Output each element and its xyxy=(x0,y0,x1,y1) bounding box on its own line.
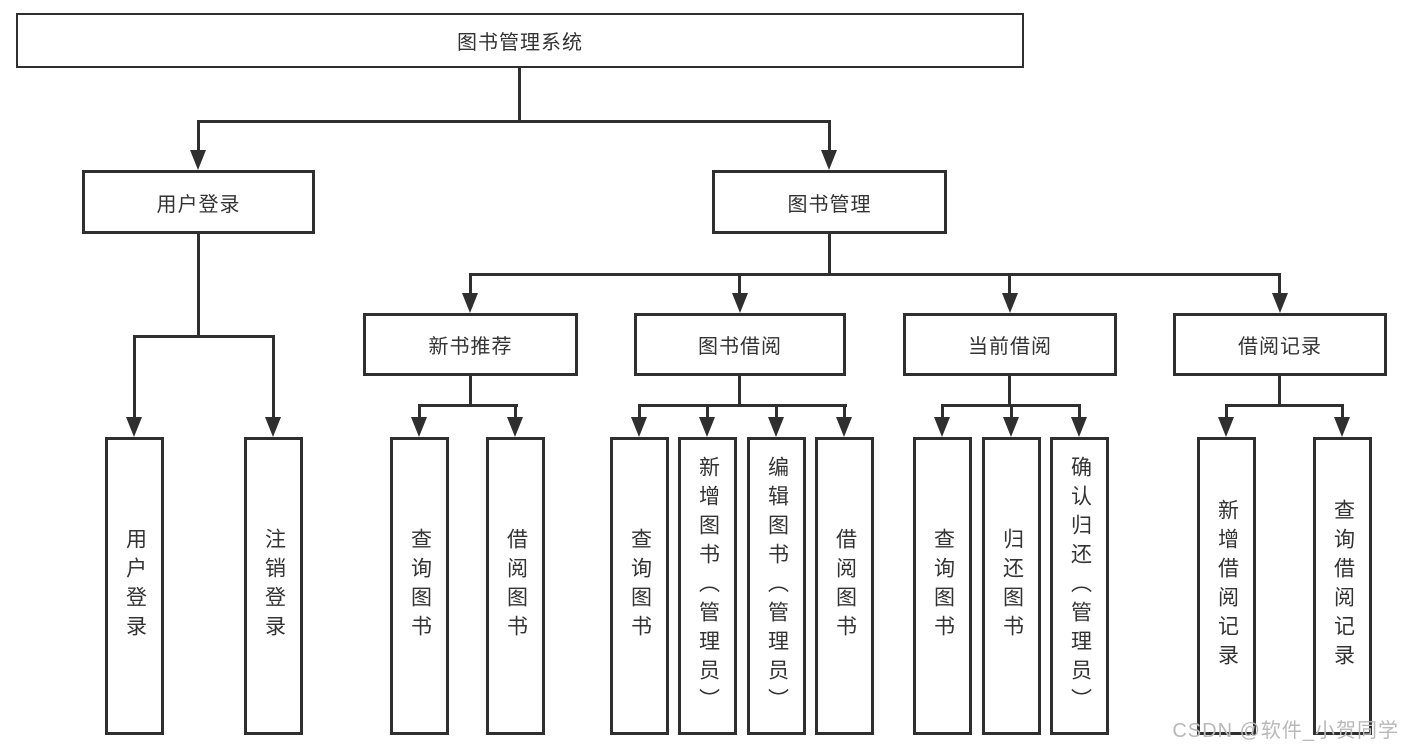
connector-line xyxy=(1008,376,1011,404)
connector-line xyxy=(1008,273,1011,295)
arrow-down-icon xyxy=(768,417,784,437)
arrow-down-icon xyxy=(1002,293,1018,313)
arrow-down-icon xyxy=(126,417,142,437)
connector-line xyxy=(469,273,472,295)
connector-line xyxy=(1278,376,1281,404)
node-library-management-system: 图书管理系统 xyxy=(16,13,1024,68)
node-book-management: 图书管理 xyxy=(712,170,947,234)
connector-line xyxy=(197,234,200,335)
leaf-label: 查询图书 xyxy=(628,528,652,644)
connector-line xyxy=(1078,404,1081,420)
leaf-confirm-return-admin: 确认归还（管理员） xyxy=(1050,437,1109,735)
arrow-down-icon xyxy=(934,417,950,437)
connector-line xyxy=(469,376,472,404)
node-new-book-recommendation: 新书推荐 xyxy=(363,313,578,376)
node-book-borrowing: 图书借阅 xyxy=(634,313,846,376)
connector-line xyxy=(514,404,517,420)
connector-line xyxy=(418,404,518,407)
leaf-label: 借阅图书 xyxy=(504,528,528,644)
leaf-label: 新增借阅记录 xyxy=(1215,499,1239,673)
connector-line xyxy=(1341,404,1344,420)
leaf-label: 注销登录 xyxy=(262,528,286,644)
leaf-edit-books-admin: 编辑图书（管理员） xyxy=(747,437,806,735)
leaf-borrow-books-recommend: 借阅图书 xyxy=(486,437,545,735)
arrow-down-icon xyxy=(1218,417,1234,437)
connector-line xyxy=(738,376,741,404)
connector-line xyxy=(638,404,847,407)
arrow-down-icon xyxy=(1334,417,1350,437)
leaf-label: 编辑图书（管理员） xyxy=(765,455,789,717)
connector-line xyxy=(418,404,421,420)
connector-line xyxy=(828,234,831,273)
arrow-down-icon xyxy=(462,293,478,313)
arrow-down-icon xyxy=(507,417,523,437)
connector-line xyxy=(197,120,831,123)
connector-line xyxy=(706,404,709,420)
arrow-down-icon xyxy=(1071,417,1087,437)
arrow-down-icon xyxy=(265,417,281,437)
connector-line xyxy=(843,404,846,420)
leaf-query-borrow-record: 查询借阅记录 xyxy=(1313,437,1372,735)
leaf-add-books-admin: 新增图书（管理员） xyxy=(678,437,737,735)
leaf-borrow-books-borrowing: 借阅图书 xyxy=(815,437,874,735)
connector-line xyxy=(1010,404,1013,420)
connector-line xyxy=(197,120,200,151)
leaf-query-books-borrowing: 查询图书 xyxy=(610,437,669,735)
leaf-label: 新增图书（管理员） xyxy=(696,455,720,717)
connector-line xyxy=(1225,404,1344,407)
arrow-down-icon xyxy=(1272,293,1288,313)
leaf-label: 归还图书 xyxy=(1000,528,1024,644)
arrow-down-icon xyxy=(631,417,647,437)
node-borrowing-records: 借阅记录 xyxy=(1173,313,1387,376)
connector-line xyxy=(638,404,641,420)
leaf-return-books: 归还图书 xyxy=(982,437,1041,735)
connector-line xyxy=(738,273,741,295)
connector-line xyxy=(518,68,521,120)
arrow-down-icon xyxy=(821,150,837,170)
arrow-down-icon xyxy=(836,417,852,437)
connector-line xyxy=(941,404,944,420)
leaf-label: 查询借阅记录 xyxy=(1331,499,1355,673)
connector-line xyxy=(133,335,136,419)
connector-line xyxy=(1278,273,1281,295)
node-user-login: 用户登录 xyxy=(82,170,315,234)
connector-line xyxy=(1225,404,1228,420)
leaf-label: 查询图书 xyxy=(408,528,432,644)
arrow-down-icon xyxy=(699,417,715,437)
arrow-down-icon xyxy=(411,417,427,437)
leaf-query-books-recommend: 查询图书 xyxy=(390,437,449,735)
arrow-down-icon xyxy=(190,150,206,170)
node-current-borrowing: 当前借阅 xyxy=(903,313,1117,376)
leaf-label: 借阅图书 xyxy=(833,528,857,644)
connector-line xyxy=(775,404,778,420)
arrow-down-icon xyxy=(732,293,748,313)
leaf-label: 查询图书 xyxy=(931,528,955,644)
leaf-label: 用户登录 xyxy=(123,528,147,644)
connector-line xyxy=(469,273,1281,276)
connector-line xyxy=(828,120,831,151)
leaf-label: 确认归还（管理员） xyxy=(1068,455,1092,717)
connector-line xyxy=(133,335,275,338)
leaf-add-borrow-record: 新增借阅记录 xyxy=(1197,437,1256,735)
leaf-user-login: 用户登录 xyxy=(105,437,164,735)
arrow-down-icon xyxy=(1003,417,1019,437)
leaf-query-books-current: 查询图书 xyxy=(913,437,972,735)
leaf-logout: 注销登录 xyxy=(244,437,303,735)
connector-line xyxy=(272,335,275,419)
